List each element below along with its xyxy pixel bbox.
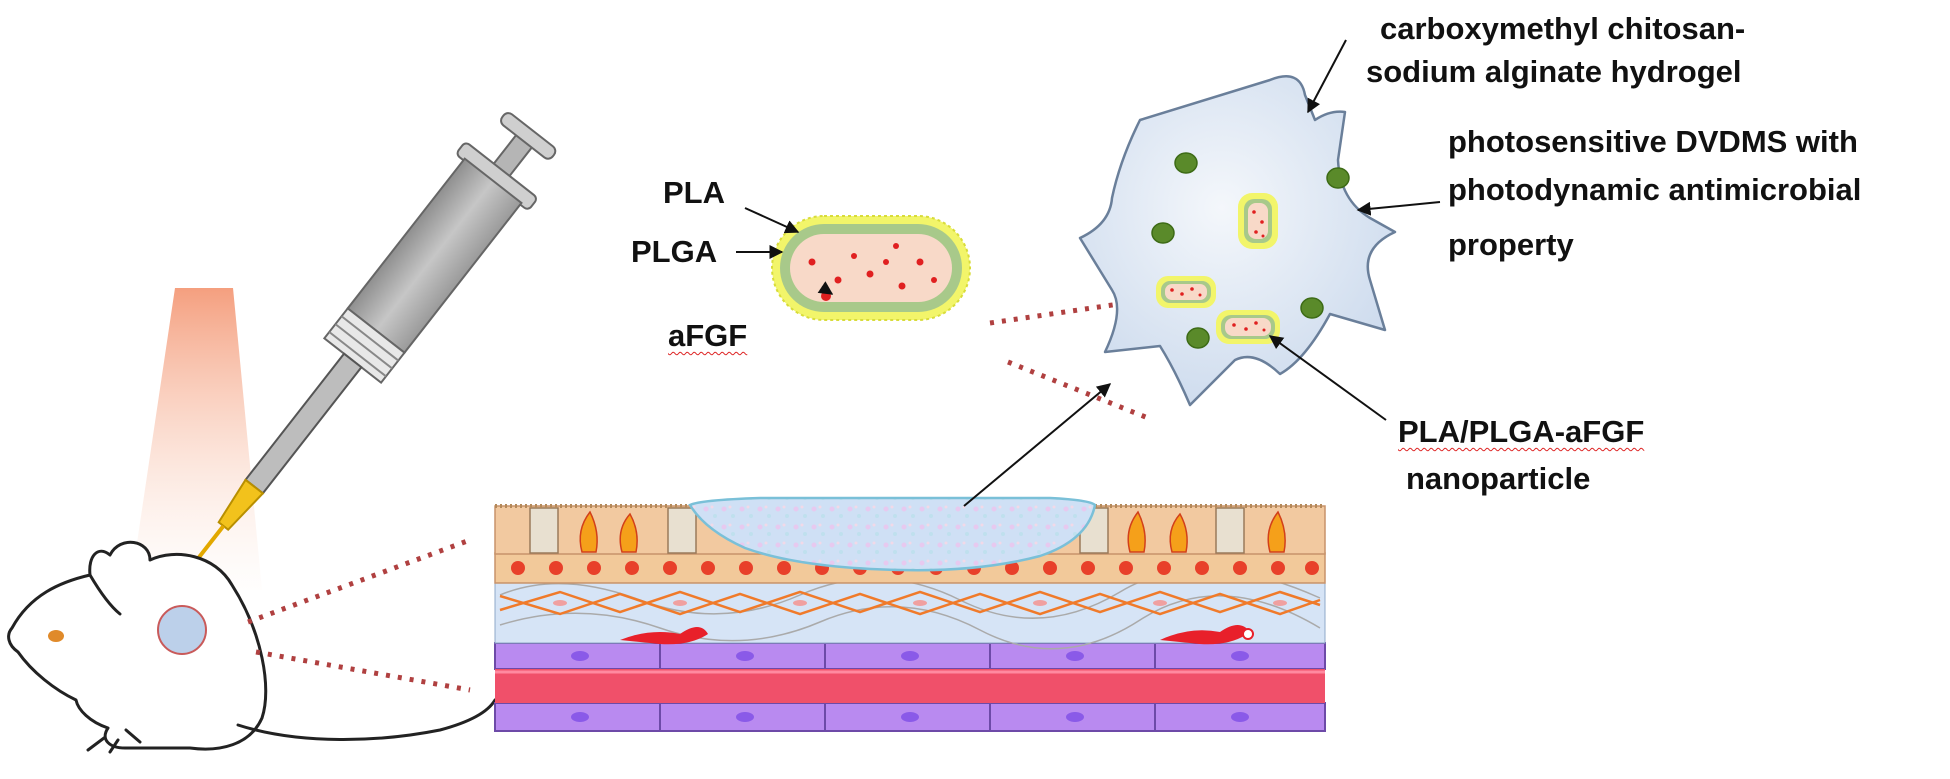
- syringe-icon: [191, 112, 557, 567]
- label-dvdms-line2: photodynamic antimicrobial: [1448, 172, 1862, 207]
- label-dvdms-line1: photosensitive DVDMS with: [1448, 124, 1858, 159]
- label-hydrogel-line2: sodium alginate hydrogel: [1366, 54, 1742, 89]
- label-nano-line1: PLA/PLGA-aFGF: [1398, 414, 1645, 449]
- arrow-tissue-to-hydrogel: [963, 383, 1112, 507]
- label-hydrogel-line1: carboxymethyl chitosan-: [1380, 11, 1746, 46]
- label-dvdms-line3: property: [1448, 227, 1574, 262]
- guide-lines: [247, 297, 1149, 693]
- nanoparticle-detail: [771, 215, 971, 321]
- label-nano-line2: nanoparticle: [1406, 461, 1591, 496]
- wound-site-icon: [157, 605, 207, 655]
- tissue-section: [494, 496, 1326, 732]
- label-arrows: [736, 39, 1441, 421]
- hydrogel-blob: [1078, 75, 1397, 407]
- mouse-icon: [7, 540, 497, 754]
- label-pla: PLA: [663, 175, 725, 210]
- light-beam: [130, 288, 262, 590]
- label-plga: PLGA: [631, 234, 718, 269]
- mouse-eye-icon: [48, 630, 64, 642]
- label-afgf: aFGF: [668, 318, 748, 353]
- hydrogel-wound-fill: [688, 496, 1097, 572]
